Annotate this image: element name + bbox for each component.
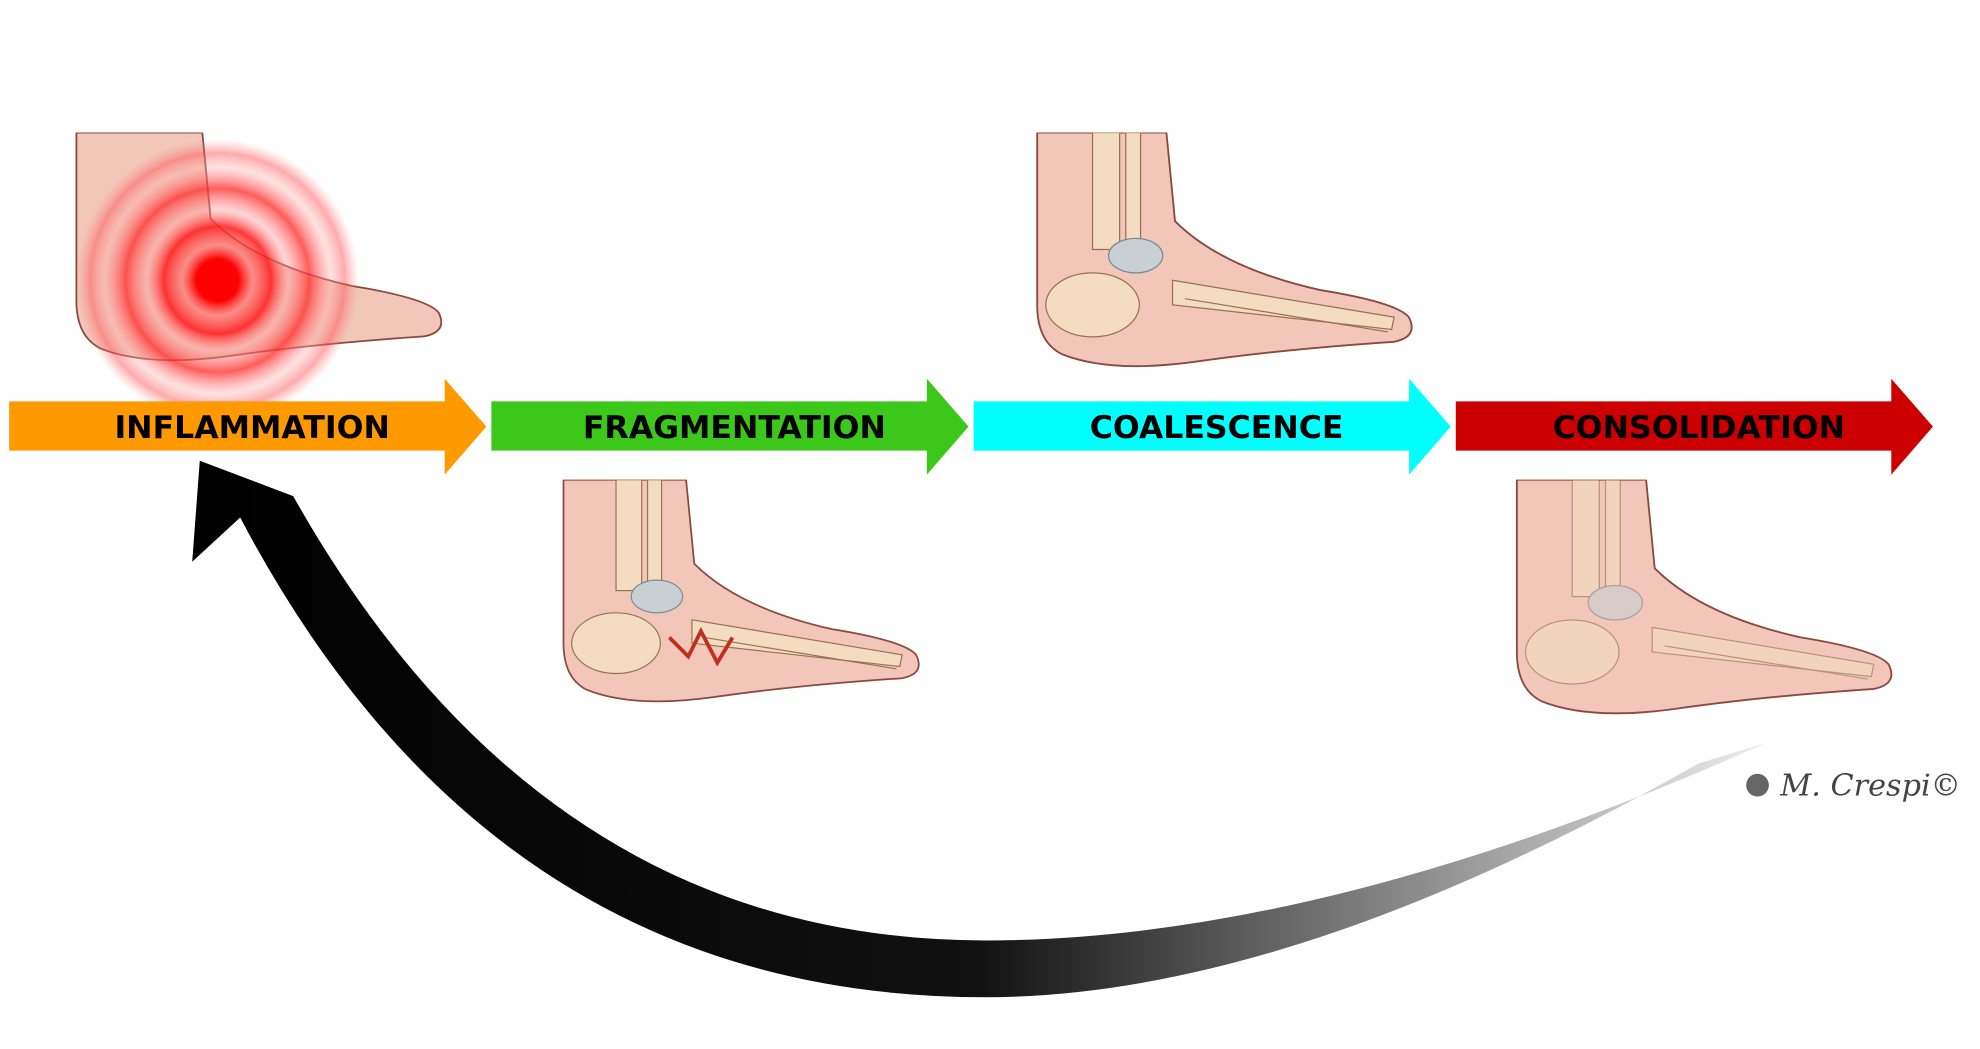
stage-arrow-inflammation: INFLAMMATION [9,378,487,475]
stage-arrow-coalescence: COALESCENCE [973,378,1451,475]
watermark-text: M. Crespi© [1779,768,1961,803]
cycle-arrow [192,460,1768,998]
stage-arrow-shape [1455,378,1933,475]
stage-label: COALESCENCE [1090,410,1344,446]
inflammation-foot-illustration [75,132,443,422]
stage-label: FRAGMENTATION [583,410,886,446]
stage-arrow-shape [973,378,1451,475]
coalescence-foot-illustration [1036,132,1413,368]
stage-label: CONSOLIDATION [1553,410,1845,446]
stage-arrow-shape [9,378,487,475]
watermark: M. Crespi© [1746,768,1961,803]
m-logo-icon [1746,773,1769,797]
stage-label: INFLAMMATION [114,410,389,446]
fragmentation-foot-illustration [562,479,920,703]
stage-arrow-consolidation: CONSOLIDATION [1455,378,1933,475]
inflammation-glow [76,138,359,422]
stage-arrow-fragmentation: FRAGMENTATION [491,378,969,475]
consolidation-foot-illustration [1515,479,1893,715]
stage-arrow-shape [491,378,969,475]
